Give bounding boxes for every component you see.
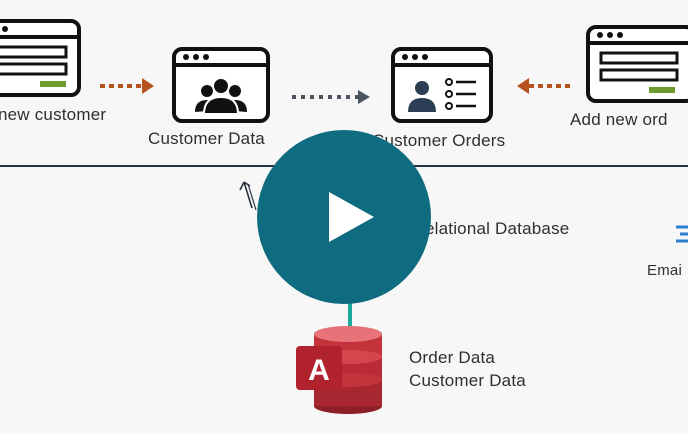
customer-data-label: Customer Data [148,129,265,148]
customer-data-window-icon [172,47,270,123]
access-app-letter: A [308,354,330,387]
customer-data-db-label: Customer Data [409,371,526,390]
add-new-order-label: Add new ord [570,110,668,129]
orange-arrow-right-icon [100,78,154,94]
sketch-arrow-icon [239,181,257,211]
play-button[interactable] [257,130,431,304]
dotted-arrow-right-icon [292,90,370,104]
add-new-order-form-icon [586,25,688,103]
access-database-icon: A [296,326,382,414]
new-customer-label: new customer [0,105,107,124]
orange-arrow-left-icon [517,78,571,94]
email-label: Emai [647,262,682,279]
email-list-icon [676,225,688,243]
customer-orders-label: Customer Orders [372,131,506,150]
new-customer-form-icon [0,19,81,97]
order-data-label: Order Data [409,348,496,367]
play-icon [329,192,374,242]
relational-database-label: elational Database [425,219,570,238]
customer-orders-window-icon [391,47,493,123]
